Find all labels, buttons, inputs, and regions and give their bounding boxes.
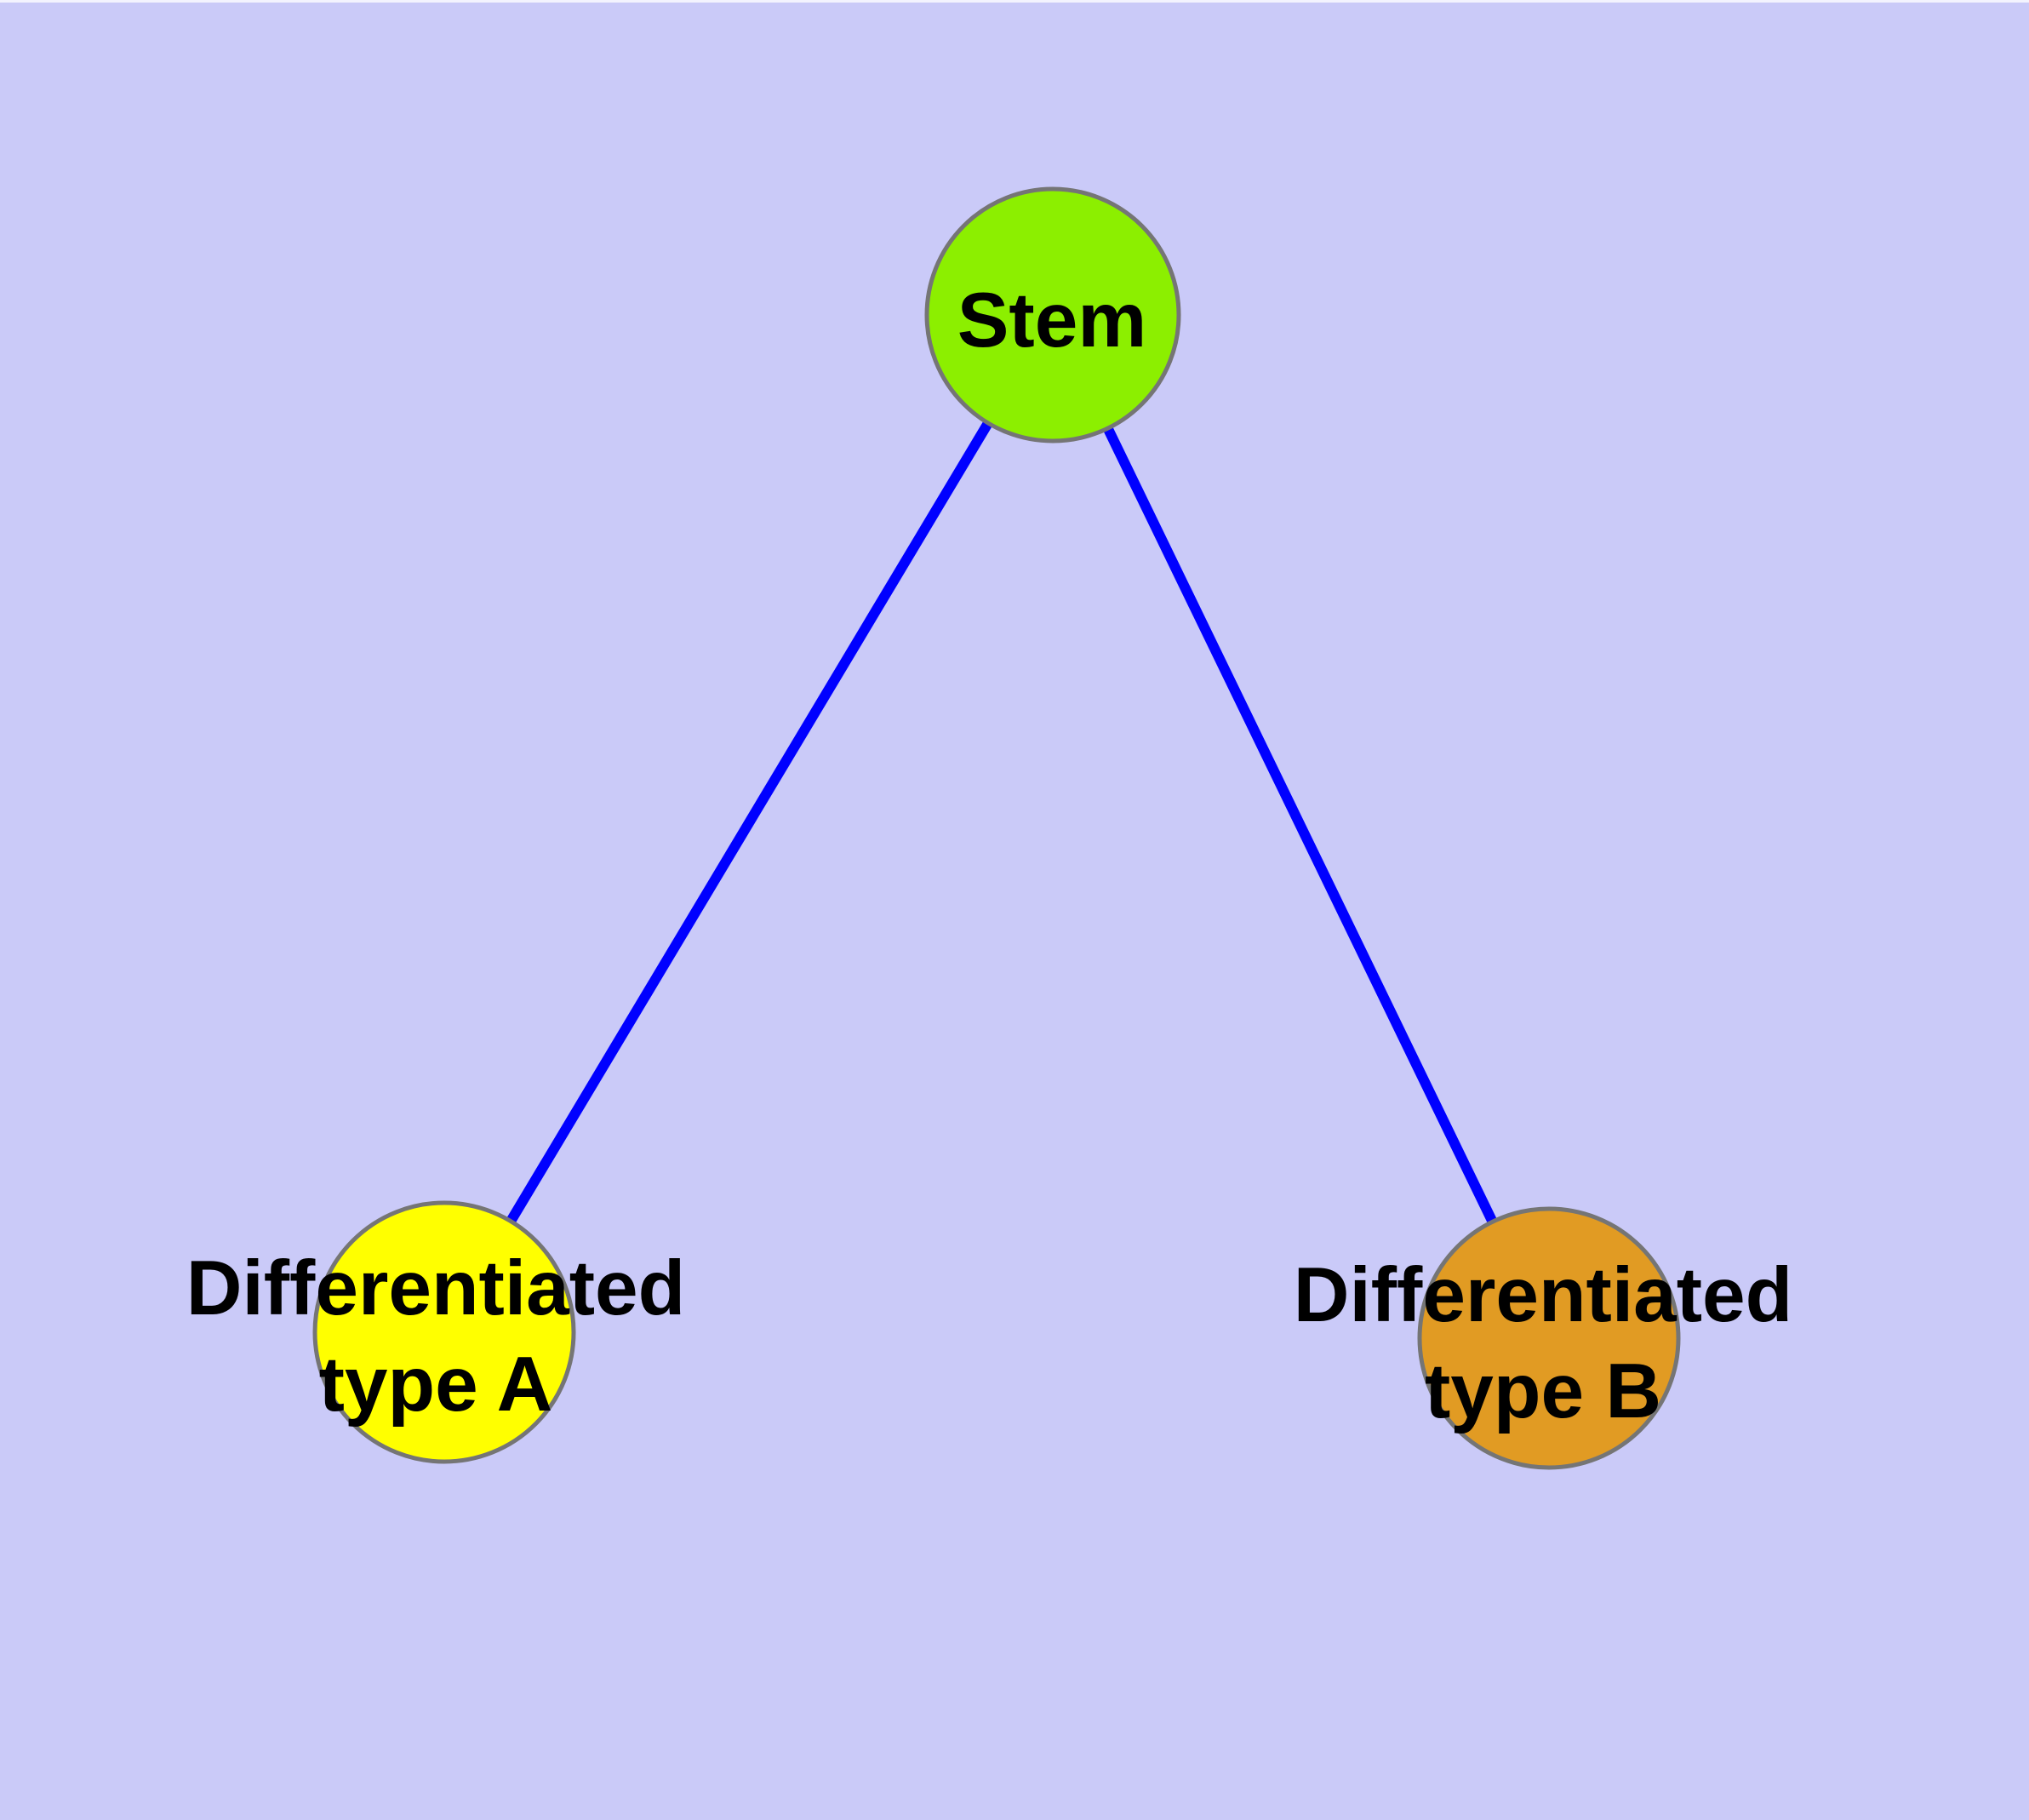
node-label-type-a-line-2: type A [318,1342,553,1428]
node-type-b [1417,1206,1681,1470]
node-label-type-b: Differentiated type B [1294,1247,1793,1439]
node-label-type-a: Differentiated type A [186,1240,686,1433]
node-type-a [312,1200,576,1464]
edge-stem-to-type-b [1048,312,1554,1341]
node-label-stem-text: Stem [957,278,1147,363]
node-label-type-b-line-1: Differentiated [1293,1252,1793,1338]
node-label-stem: Stem [957,272,1147,369]
node-stem [924,186,1181,444]
top-edge-strip [0,0,2029,3]
node-label-type-a-line-1: Differentiated [186,1245,686,1331]
edge-stem-to-type-a [439,312,1058,1336]
node-label-type-b-line-2: type B [1424,1348,1662,1434]
